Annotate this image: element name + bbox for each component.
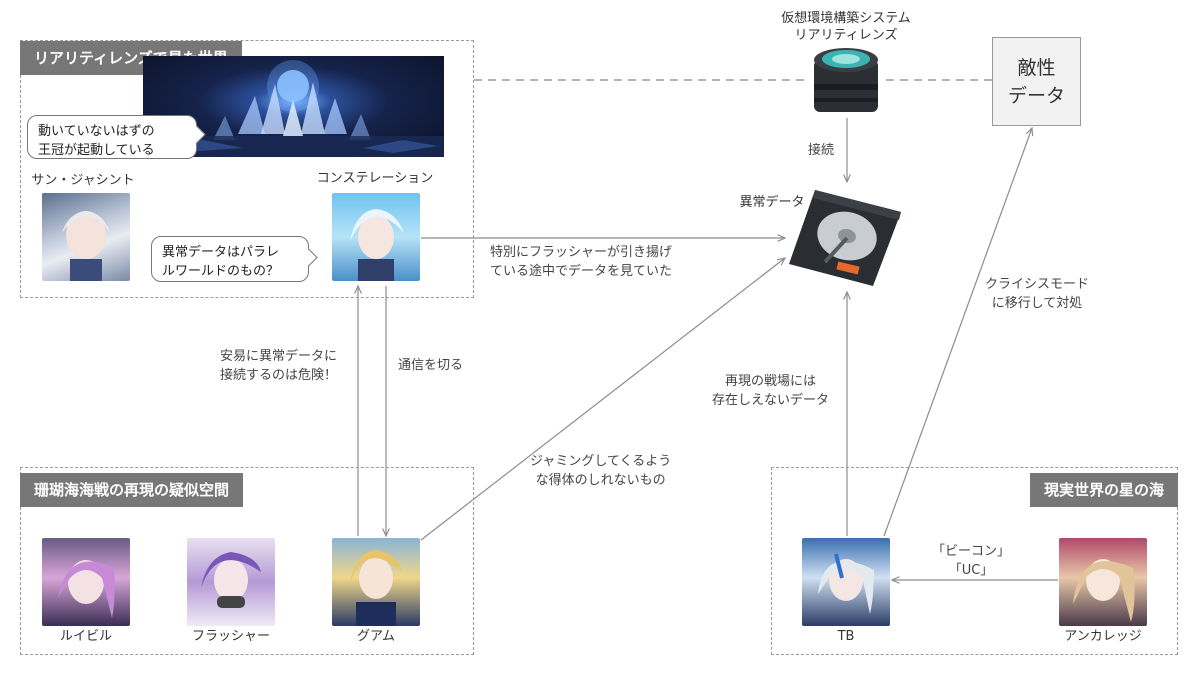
edge-label-jamming-line1: ジャミングしてくるよう <box>530 454 672 469</box>
label-constellation: コンステレーション <box>316 171 434 186</box>
group-title-coral-sea: 珊瑚海海戦の再現の疑似空間 <box>20 473 244 507</box>
hard-disk-icon <box>785 186 903 290</box>
edge-jamming <box>420 258 785 541</box>
edge-label-not-exist-line1: 再現の戦場には <box>725 374 817 389</box>
speech-bubble-parallel: 異常データはパラレ ルワールドのもの？ <box>151 236 318 282</box>
bubble-parallel-line1: 異常データはパラレ <box>162 245 280 260</box>
portrait-constellation <box>332 193 420 281</box>
label-tb: TB <box>837 629 855 644</box>
edge-label-danger: 安易に異常データに 接続するのは危険！ <box>220 347 337 385</box>
label-sun-hyacinth: サン・ジャシント <box>31 173 135 188</box>
bubble-parallel-line2: ルワールドのもの？ <box>162 264 280 279</box>
portrait-louisville <box>42 538 130 626</box>
edge-label-jamming: ジャミングしてくるよう な得体のしれないもの <box>530 452 671 490</box>
enemy-data-line2: データ <box>1007 84 1065 107</box>
edge-label-connect: 接続 <box>808 143 835 158</box>
label-lens-system: 仮想環境構築システム リアリティレンズ <box>760 10 932 44</box>
edge-label-crisis: クライシスモード に移行して対処 <box>985 275 1089 313</box>
edge-label-cut-comm: 通信を切る <box>398 358 464 373</box>
edge-label-danger-line1: 安易に異常データに <box>220 349 338 364</box>
label-flasher: フラッシャー <box>191 629 270 644</box>
label-guam: グアム <box>356 629 396 644</box>
label-anomaly-data: 異常データ <box>739 195 805 210</box>
bubble-crown-line2: 王冠が起動している <box>38 143 155 158</box>
group-title-real-world: 現実世界の星の海 <box>1029 473 1178 507</box>
edge-crisis <box>883 128 1032 537</box>
portrait-sun-hyacinth <box>42 193 130 281</box>
label-lens-system-line2: リアリティレンズ <box>794 28 898 43</box>
group-coral-sea <box>20 467 474 655</box>
edge-label-not-exist: 再現の戦場には 存在しえないデータ <box>712 372 829 410</box>
edge-label-crisis-line1: クライシスモード <box>985 277 1090 292</box>
group-reality-lens <box>20 40 474 298</box>
edge-label-flasher-watch-line1: 特別にフラッシャーが引き揚げ <box>490 245 673 260</box>
bubble-crown-line1: 動いていないはずの <box>38 124 155 139</box>
portrait-flasher <box>187 538 275 626</box>
edge-label-not-exist-line2: 存在しえないデータ <box>712 393 830 408</box>
edge-label-danger-line2: 接続するのは危険！ <box>220 368 338 383</box>
label-lens-system-line1: 仮想環境構築システム <box>781 11 911 26</box>
camera-lens-icon <box>808 44 884 116</box>
label-louisville: ルイビル <box>59 629 112 644</box>
edge-label-jamming-line2: な得体のしれないもの <box>535 473 666 488</box>
edge-label-crisis-line2: に移行して対処 <box>991 296 1083 311</box>
portrait-tb <box>802 538 890 626</box>
edge-label-beacon: 「ビーコン」 「UC」 <box>932 542 1010 580</box>
portrait-guam <box>332 538 420 626</box>
edge-label-beacon-line1: 「ビーコン」 <box>932 544 1011 559</box>
portrait-anchorage <box>1059 538 1147 626</box>
edge-label-flasher-watch: 特別にフラッシャーが引き揚げ ている途中でデータを見ていた <box>490 243 672 281</box>
enemy-data-line1: 敵性 <box>1017 56 1056 79</box>
group-real-world <box>771 467 1178 655</box>
edge-label-beacon-line2: 「UC」 <box>948 563 994 578</box>
enemy-data-box: 敵性 データ <box>992 37 1081 126</box>
edge-label-flasher-watch-line2: ている途中でデータを見ていた <box>490 264 673 279</box>
speech-bubble-crown: 動いていないはずの 王冠が起動している <box>27 115 206 159</box>
label-anchorage: アンカレッジ <box>1064 629 1142 644</box>
